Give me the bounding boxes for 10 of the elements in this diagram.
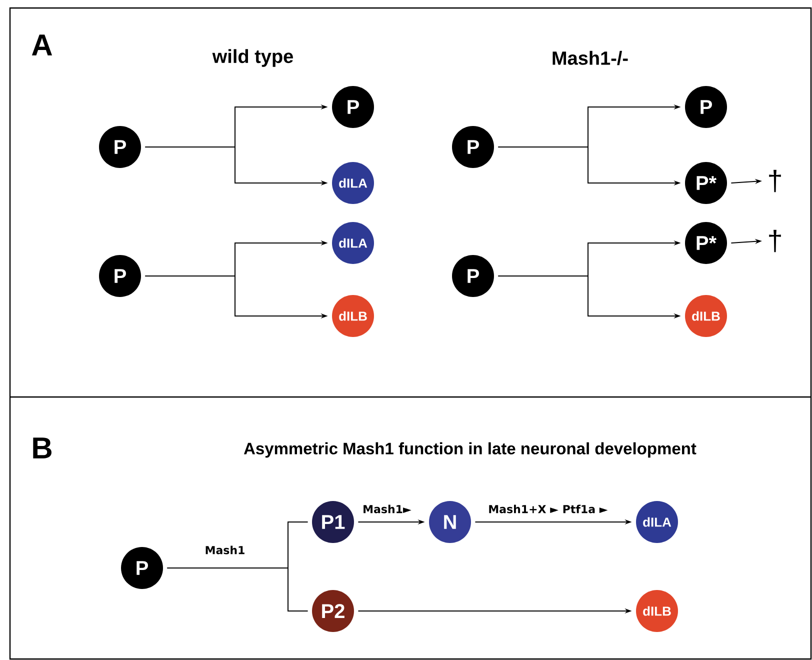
dagger-symbol: † xyxy=(769,230,781,252)
dagger-symbol: † xyxy=(769,170,781,192)
edge-label: Mash1+X ► Ptf1a ► xyxy=(489,504,608,514)
edge-label: Mash1► xyxy=(364,504,412,514)
panel-title: Asymmetric Mash1 function in late neuronal development xyxy=(244,442,696,458)
column-heading: wild type xyxy=(212,49,293,67)
column-heading: Mash1-/- xyxy=(552,50,628,66)
panel-letter: A xyxy=(32,34,52,56)
edge-label: Mash1 xyxy=(206,546,244,554)
panel-letter: B xyxy=(33,438,52,458)
